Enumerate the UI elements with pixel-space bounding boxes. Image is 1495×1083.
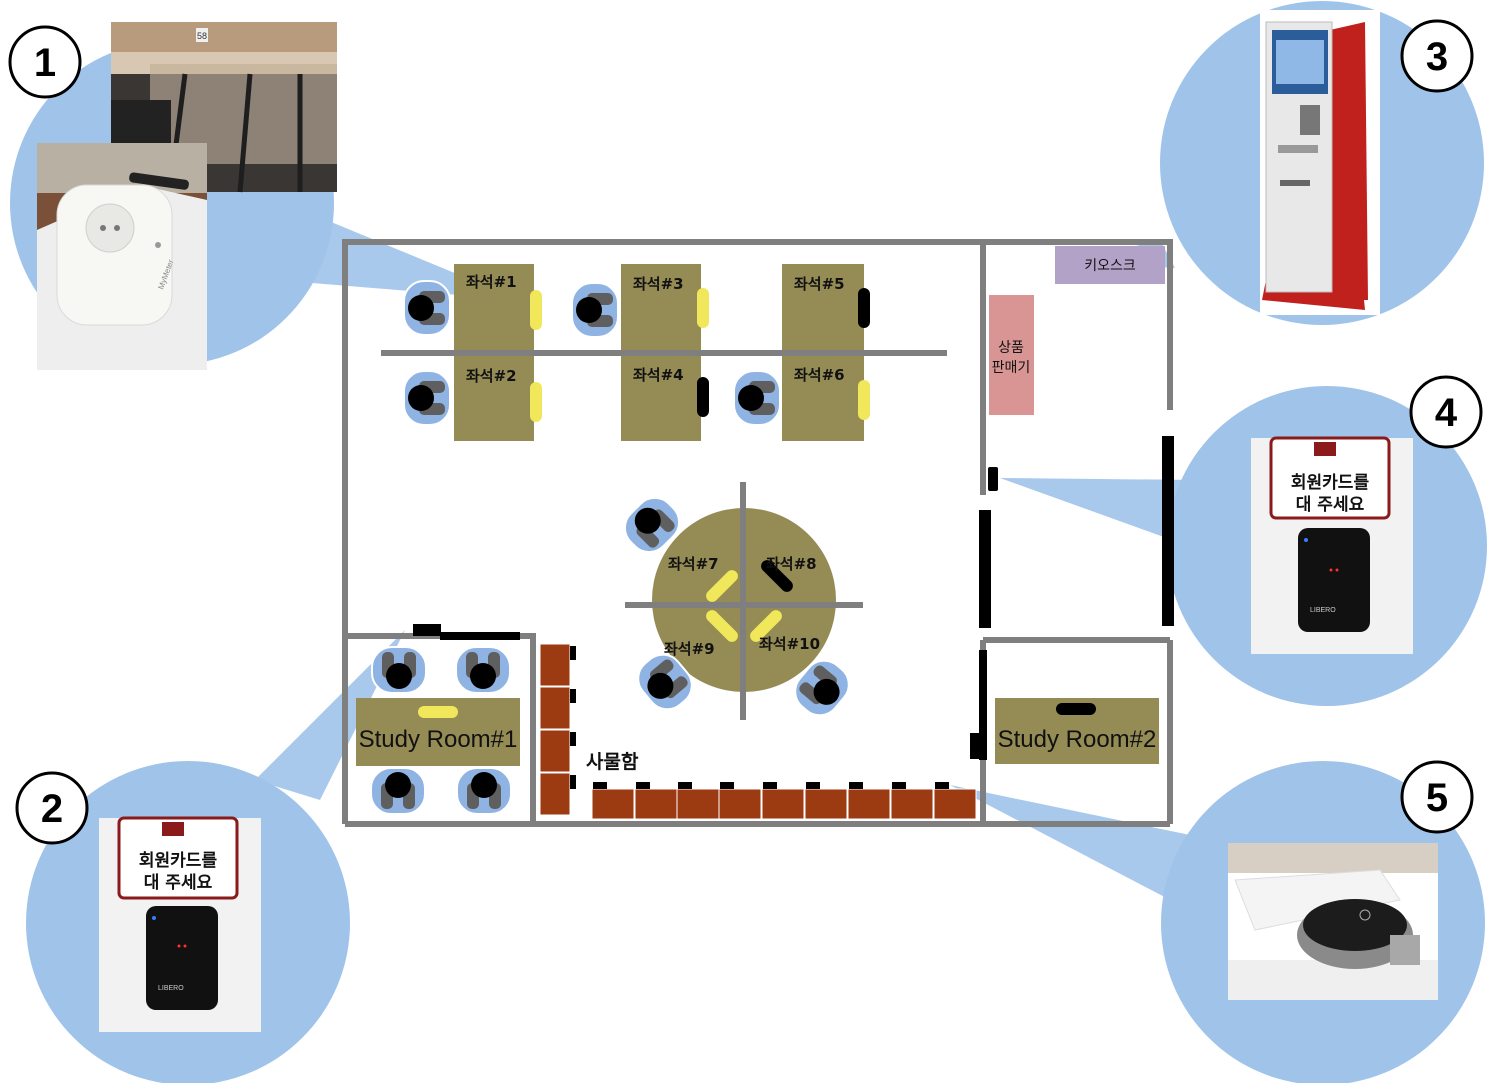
callout-5-beam — [950, 785, 1190, 905]
study-room-2-door-reader — [970, 733, 982, 759]
vending-label-2: 판매기 — [992, 360, 1031, 376]
reader-sign-line2: 대 주세요 — [1296, 495, 1365, 515]
svg-text:1: 1 — [34, 41, 56, 85]
study-room-1-label: Study Room#1 — [359, 726, 518, 753]
study-room-2-indicator — [1056, 703, 1096, 715]
doors — [440, 436, 1174, 760]
reader-sign-line1: 회원카드를 — [1291, 473, 1370, 493]
study-room-2-label: Study Room#2 — [998, 726, 1157, 753]
reader-sign-line1-b: 회원카드를 — [139, 851, 218, 871]
callout-number-1: 1 — [8, 25, 82, 99]
card-reader-photo-bottom: 회원카드를 대 주세요 LIBERO — [99, 816, 261, 1032]
svg-text:4: 4 — [1435, 391, 1458, 435]
seat-indicators — [530, 288, 870, 642]
callout-2-beam — [255, 630, 405, 800]
seat-1-label: 좌석#1 — [466, 273, 517, 291]
room-number-text: 58 — [197, 31, 207, 41]
svg-text:5: 5 — [1426, 776, 1448, 820]
seat-6-label: 좌석#6 — [794, 366, 845, 384]
seat-9-label: 좌석#9 — [664, 640, 715, 658]
smart-plug-photo: MyMeter — [37, 143, 207, 370]
callout-4-beam — [1000, 478, 1200, 550]
callout-number-3: 3 — [1400, 19, 1474, 93]
lockers-label: 사물함 — [586, 751, 639, 773]
seat-labels: 좌석#1 좌석#2 좌석#3 좌석#4 좌석#5 좌석#6 좌석#7 좌석#8 … — [466, 273, 845, 658]
locker-lock-photo — [1228, 843, 1438, 1000]
seat-7-label: 좌석#7 — [668, 555, 719, 573]
study-room-1-indicator — [418, 706, 458, 718]
svg-text:3: 3 — [1426, 35, 1448, 79]
reader-marker-4 — [988, 467, 998, 491]
kiosk-label: 키오스크 — [1084, 258, 1136, 274]
lockers — [539, 643, 576, 816]
study-room-1-door-reader — [413, 624, 441, 636]
callout-number-5: 5 — [1400, 760, 1474, 834]
locker-row — [591, 782, 977, 820]
seat-3-label: 좌석#3 — [633, 275, 684, 293]
reader-sign-line2-b: 대 주세요 — [144, 873, 213, 893]
seat-5-label: 좌석#5 — [794, 275, 845, 293]
callout-number-2: 2 — [15, 771, 89, 845]
desks — [454, 264, 864, 441]
vending-machine-box — [989, 295, 1034, 415]
callout-number-4: 4 — [1409, 375, 1483, 449]
card-reader-photo-top: 회원카드를 대 주세요 LIBERO — [1251, 436, 1413, 654]
seat-2-label: 좌석#2 — [466, 367, 517, 385]
vending-label-1: 상품 — [998, 340, 1024, 356]
kiosk-photo — [1260, 10, 1380, 315]
kiosk-box — [1055, 246, 1165, 284]
seat-4-label: 좌석#4 — [633, 366, 684, 384]
reader-brand-text: LIBERO — [1310, 607, 1336, 614]
svg-text:2: 2 — [41, 787, 63, 831]
seat-10-label: 좌석#10 — [759, 635, 820, 653]
seat-8-label: 좌석#8 — [766, 555, 817, 573]
reader-brand-text-b: LIBERO — [158, 985, 184, 992]
